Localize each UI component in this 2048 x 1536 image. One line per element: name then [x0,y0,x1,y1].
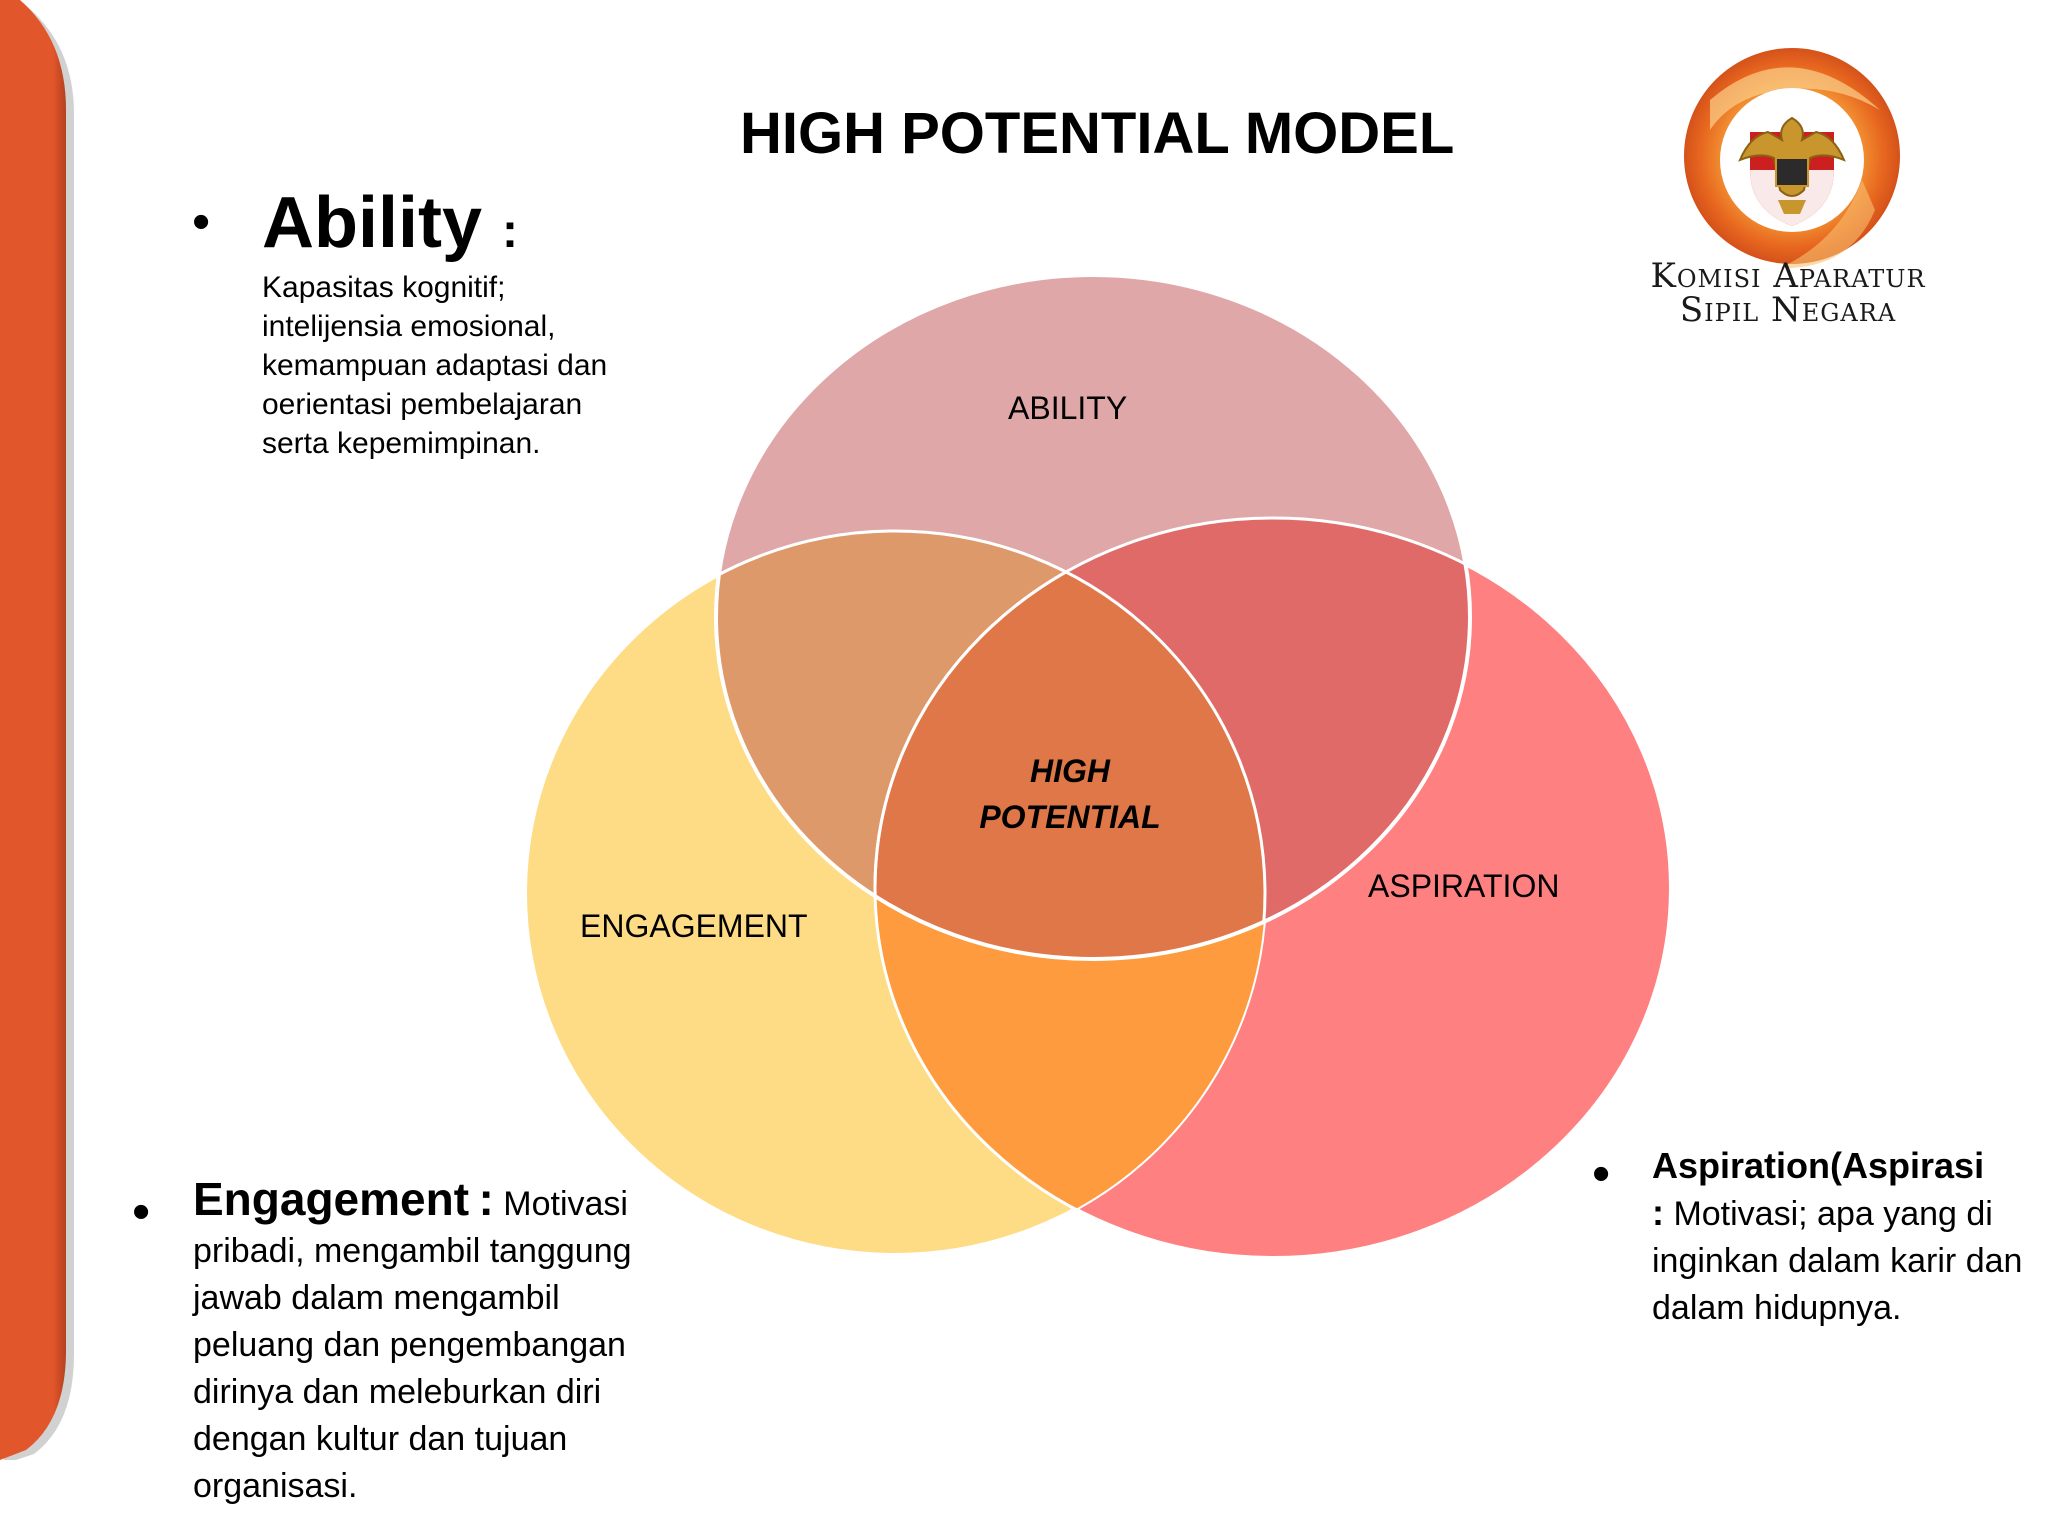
left-accent-bar [0,0,74,1460]
venn-label-engagement: ENGAGEMENT [580,908,808,944]
logo-text-line1: Komisi Aparatur [1650,256,1926,296]
ability-heading-text: Ability [262,183,483,263]
engagement-colon: : [478,1173,494,1225]
aspiration-heading: Aspiration(Aspirasi [1652,1145,1985,1186]
ability-heading: Ability : [262,183,642,263]
venn-label-center: HIGH POTENTIAL [960,748,1180,840]
logo-text-line2: Sipil Negara [1679,290,1897,330]
venn-overlap-center [875,531,1265,959]
center-label-line1: HIGH [1030,753,1110,789]
aspiration-description-block: Aspiration(Aspirasi : Motivasi; apa yang… [1652,1142,2032,1332]
ability-colon: : [502,205,519,258]
ability-bullet: • [192,193,211,251]
engagement-description-lead: Motivasi [503,1185,628,1223]
aspiration-colon: : [1652,1192,1664,1233]
page-title: HIGH POTENTIAL MODEL [740,101,1455,166]
ability-description-block: Ability : Kapasitas kognitif; intelijens… [262,183,642,463]
ability-description: Kapasitas kognitif; intelijensia emosion… [262,268,642,463]
garuda-emblem-icon [1684,48,1900,269]
ability-desc-line: serta kepemimpinan. [262,426,541,460]
venn-label-aspiration: ASPIRATION [1368,868,1560,904]
ability-desc-line: intelijensia emosional, [262,309,556,343]
engagement-description-block: Engagement : Motivasi pribadi, mengambil… [193,1176,673,1510]
engagement-heading: Engagement [193,1173,470,1225]
ability-desc-line: oerientasi pembelajaran [262,387,583,421]
aspiration-bullet: • [1592,1145,1611,1203]
venn-label-ability: ABILITY [1008,390,1128,426]
aspiration-description: Motivasi; apa yang di inginkan dalam kar… [1652,1195,2023,1327]
center-label-line2: POTENTIAL [979,799,1161,835]
engagement-description: pribadi, mengambil tanggung jawab dalam … [193,1232,632,1505]
ability-desc-line: kemampuan adaptasi dan [262,348,608,382]
engagement-bullet: • [132,1183,151,1241]
ability-desc-line: Kapasitas kognitif; [262,270,506,304]
